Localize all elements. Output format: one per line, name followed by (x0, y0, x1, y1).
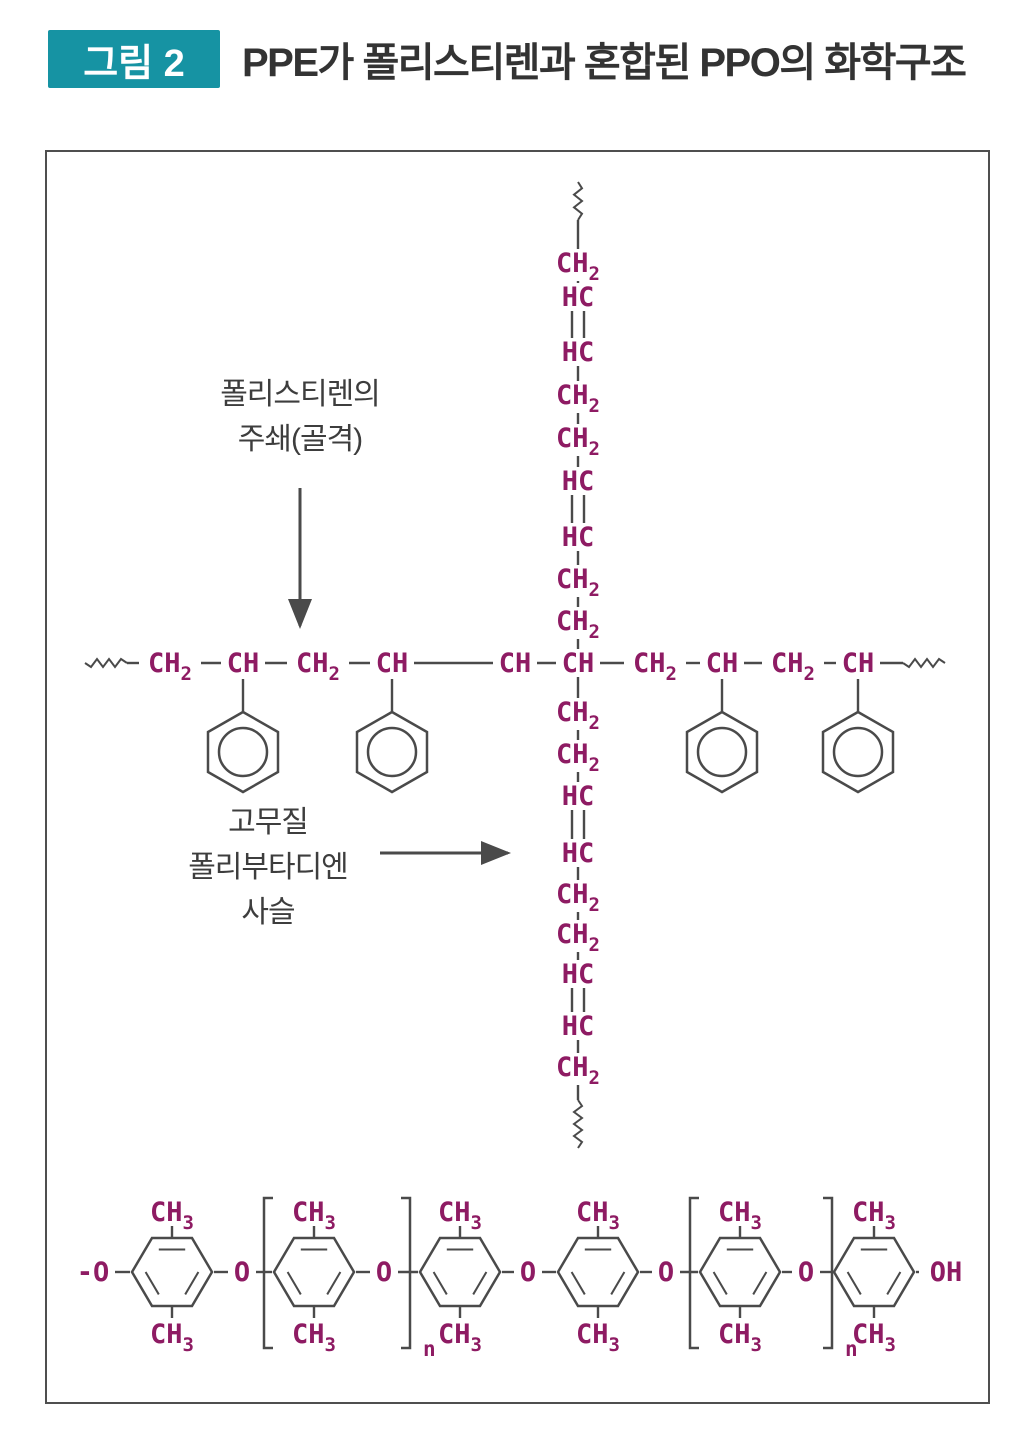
chain-atom: CH2 (556, 564, 600, 601)
chain-atom: HC (562, 337, 595, 368)
ppo-ring-inner-bond (326, 1271, 342, 1295)
ppo-ring-inner-bond (610, 1271, 626, 1295)
figure-number-badge: 그림 2 (48, 30, 220, 88)
ppo-ring-inner-bond (846, 1271, 862, 1295)
ppo-atom: OH (930, 1257, 963, 1288)
ppo-atom: -O (77, 1257, 110, 1288)
backbone-atom: CH (562, 648, 595, 679)
backbone-atom: CH (842, 648, 875, 679)
ppo-ring-inner-bond (886, 1271, 902, 1295)
phenyl-ring (685, 710, 759, 794)
methyl-group-top: CH3 (718, 1197, 762, 1234)
ppo-ring-inner-bond (432, 1271, 448, 1295)
chain-atom: HC (562, 522, 595, 553)
methyl-group-bottom: CH3 (292, 1319, 336, 1356)
polystyrene-label-line1: 폴리스티렌의 (220, 378, 381, 411)
methyl-group-top: CH3 (150, 1197, 194, 1234)
phenyl-ring-aromatic-circle (832, 726, 884, 778)
chain-end-squiggle-left (84, 657, 128, 669)
chain-atom: HC (562, 838, 595, 869)
polystyrene-label-line2: 주쇄(골격) (237, 423, 363, 456)
polybutadiene-chain-label: 고무질 폴리부타디엔 사슬 (118, 800, 418, 935)
chain-atom: CH2 (556, 739, 600, 776)
chain-atom: CH2 (556, 879, 600, 916)
methyl-group-top: CH3 (852, 1197, 896, 1234)
chain-atom: HC (562, 959, 595, 990)
phenyl-ring-aromatic-circle (217, 726, 269, 778)
methyl-group-bottom: CH3 (718, 1319, 762, 1356)
ppo-atom: O (234, 1257, 250, 1288)
diagram-panel (45, 150, 990, 1404)
phenyl-ring-aromatic-circle (366, 726, 418, 778)
polybutadiene-label-line3: 사슬 (241, 896, 295, 929)
chain-atom: CH2 (556, 1052, 600, 1089)
chain-atom: CH2 (556, 697, 600, 734)
methyl-group-top: CH3 (292, 1197, 336, 1234)
methyl-group-top: CH3 (576, 1197, 620, 1234)
chain-end-squiggle-bottom (572, 1099, 584, 1149)
phenyl-ring (206, 710, 280, 794)
chain-atom: CH2 (556, 248, 600, 285)
figure-title: PPE가 폴리스티렌과 혼합된 PPO의 화학구조 (242, 41, 967, 85)
phenyl-ring (355, 710, 429, 794)
backbone-atom: CH (376, 648, 409, 679)
ppo-ring-inner-bond (752, 1271, 768, 1295)
ppo-atom: O (658, 1257, 674, 1288)
ppo-ring (418, 1236, 502, 1308)
backbone-atom: CH2 (148, 648, 192, 685)
ppo-ring (698, 1236, 782, 1308)
polybutadiene-label-line2: 폴리부타디엔 (188, 851, 349, 884)
ppo-atom: O (798, 1257, 814, 1288)
polybutadiene-label-line1: 고무질 (228, 806, 309, 839)
backbone-atom: CH2 (771, 648, 815, 685)
chain-atom: HC (562, 466, 595, 497)
methyl-group-bottom: CH3 (576, 1319, 620, 1356)
repeat-subscript-n: n (423, 1337, 436, 1361)
chain-atom: CH2 (556, 423, 600, 460)
backbone-atom: CH (227, 648, 260, 679)
polystyrene-backbone-label: 폴리스티렌의 주쇄(골격) (150, 372, 450, 462)
chain-atom: CH2 (556, 380, 600, 417)
chain-atom: HC (562, 781, 595, 812)
methyl-group-bottom: CH3 (852, 1319, 896, 1356)
chain-atom: HC (562, 1011, 595, 1042)
methyl-group-bottom: CH3 (150, 1319, 194, 1356)
chain-end-squiggle-right (902, 657, 946, 669)
ppo-ring-inner-bond (144, 1271, 160, 1295)
ppo-ring (272, 1236, 356, 1308)
backbone-atom: CH2 (633, 648, 677, 685)
chain-atom: CH2 (556, 606, 600, 643)
methyl-group-top: CH3 (438, 1197, 482, 1234)
ppo-ring-inner-bond (184, 1271, 200, 1295)
repeat-subscript-n: n (845, 1337, 858, 1361)
chain-atom: HC (562, 282, 595, 313)
phenyl-ring (821, 710, 895, 794)
backbone-atom: CH (499, 648, 532, 679)
ppo-ring (832, 1236, 916, 1308)
ppo-ring-inner-bond (570, 1271, 586, 1295)
ppo-atom: O (376, 1257, 392, 1288)
backbone-atom: CH (706, 648, 739, 679)
methyl-group-bottom: CH3 (438, 1319, 482, 1356)
ppo-ring-inner-bond (286, 1271, 302, 1295)
ppo-ring (556, 1236, 640, 1308)
ppo-ring-inner-bond (472, 1271, 488, 1295)
ppo-ring-inner-bond (712, 1271, 728, 1295)
chain-atom: CH2 (556, 919, 600, 956)
ppo-ring (130, 1236, 214, 1308)
phenyl-ring-aromatic-circle (696, 726, 748, 778)
backbone-atom: CH2 (296, 648, 340, 685)
ppo-atom: O (520, 1257, 536, 1288)
chain-end-squiggle-top (572, 181, 584, 221)
